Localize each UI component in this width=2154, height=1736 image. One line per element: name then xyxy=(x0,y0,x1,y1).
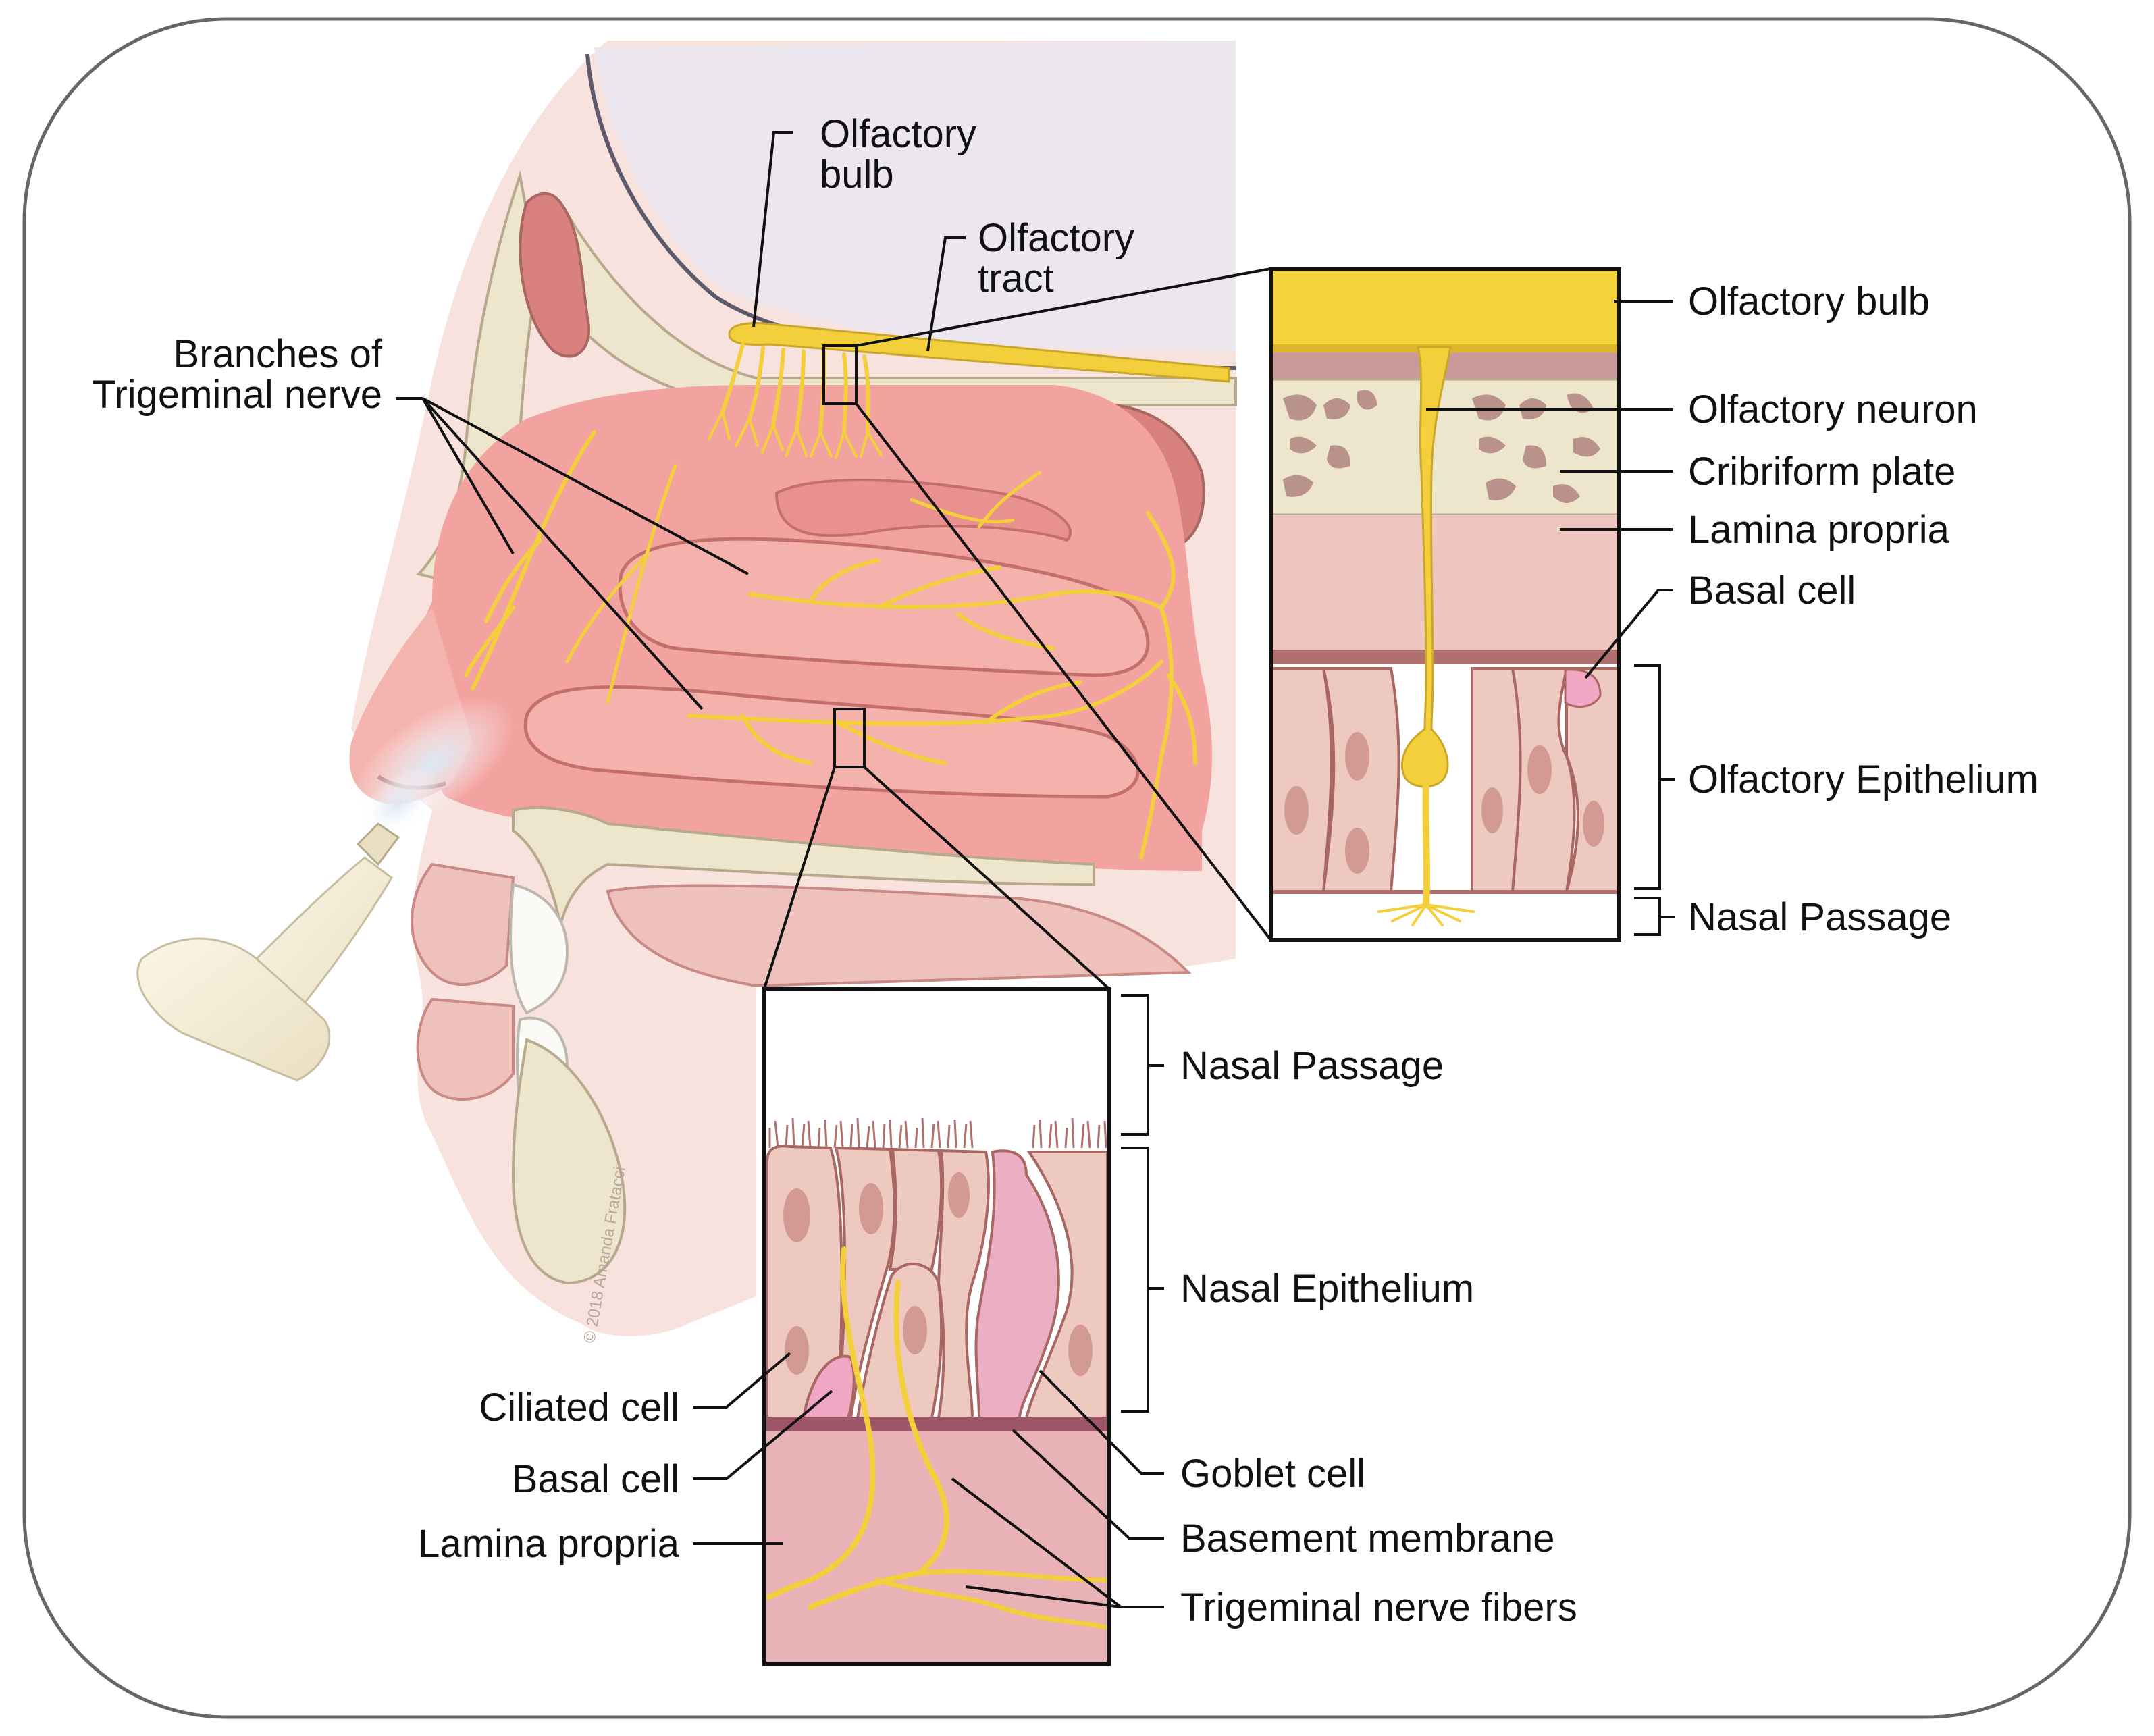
label-basal-cell-nasal: Basal cell xyxy=(512,1457,679,1501)
label-goblet-cell: Goblet cell xyxy=(1180,1452,1365,1496)
label-basement-membrane: Basement membrane xyxy=(1180,1517,1554,1560)
label-cribriform-plate: Cribriform plate xyxy=(1688,450,1955,494)
nasal-basement-membrane xyxy=(764,1417,1109,1431)
upper-lip xyxy=(411,862,515,987)
label-nasal-passage-olfactory: Nasal Passage xyxy=(1688,895,1951,939)
head-cross-section: © 2018 Amanda Fratacci xyxy=(136,41,1237,1344)
zoom-box-nasal xyxy=(833,708,866,768)
olfactory-inset xyxy=(1269,267,1621,942)
inset-olfactory-bulb xyxy=(1271,269,1619,347)
label-olfactory-neuron: Olfactory neuron xyxy=(1688,388,1978,431)
superior-turbinate xyxy=(774,479,1072,542)
nasal-epithelium-cells xyxy=(766,1145,1109,1419)
mandible xyxy=(511,1038,627,1285)
nasal-spray-bottle xyxy=(136,696,515,1082)
lower-lip xyxy=(416,997,515,1101)
label-olfactory-epithelium: Olfactory Epithelium xyxy=(1688,758,2039,801)
trigeminal-nerve-branches xyxy=(464,430,1197,860)
label-trigeminal-nerve-fibers: Trigeminal nerve fibers xyxy=(1180,1585,1577,1629)
nasal-inset-left-labels: Ciliated cell Basal cell Lamina propria xyxy=(418,1352,833,1566)
label-basal-cell-olfactory: Basal cell xyxy=(1688,569,1856,612)
label-olfactory-bulb: Olfactory bulb xyxy=(1688,280,1930,323)
label-olfactory-tract-line2: tract xyxy=(978,257,1054,300)
label-trigeminal-branches-line1: Branches of xyxy=(173,332,382,376)
nasal-goblet-cell xyxy=(974,1149,1060,1419)
inset-basal-cell xyxy=(1564,668,1602,708)
zoom-box-olfactory xyxy=(822,344,858,405)
label-ciliated-cell: Ciliated cell xyxy=(479,1386,679,1429)
nasal-trigeminal-fibers xyxy=(764,1246,1110,1630)
label-lamina-propria-nasal: Lamina propria xyxy=(418,1522,680,1566)
cilia xyxy=(768,1117,1107,1149)
label-olfactory-tract-line1: Olfactory xyxy=(978,216,1134,260)
label-trigeminal-branches-line2: Trigeminal nerve xyxy=(92,373,382,417)
label-lamina-propria-olfactory: Lamina propria xyxy=(1688,508,1950,552)
head-labels: Olfactory bulb Olfactory tract Branches … xyxy=(92,112,1134,710)
nasal-inset-right-labels: Nasal Passage Nasal Epithelium Goblet ce… xyxy=(951,994,1577,1629)
nasal-lamina-propria xyxy=(764,1431,1109,1664)
tongue xyxy=(606,884,1192,988)
label-olfactory-bulb-head-line1: Olfactory xyxy=(820,112,976,156)
diagram-border xyxy=(22,17,2132,1719)
olfactory-inset-labels: Olfactory bulb Olfactory neuron Cribrifo… xyxy=(1426,280,2039,939)
frontal-sinus xyxy=(519,192,590,358)
label-olfactory-bulb-head-line2: bulb xyxy=(820,153,894,196)
olfactory-bulb-tract xyxy=(728,322,1230,383)
brain xyxy=(594,41,1236,351)
label-nasal-epithelium: Nasal Epithelium xyxy=(1180,1267,1474,1311)
inset-lamina-propria xyxy=(1271,515,1619,664)
label-nasal-passage: Nasal Passage xyxy=(1180,1044,1444,1088)
upper-teeth xyxy=(509,883,569,1015)
nasal-inset xyxy=(762,987,1111,1666)
